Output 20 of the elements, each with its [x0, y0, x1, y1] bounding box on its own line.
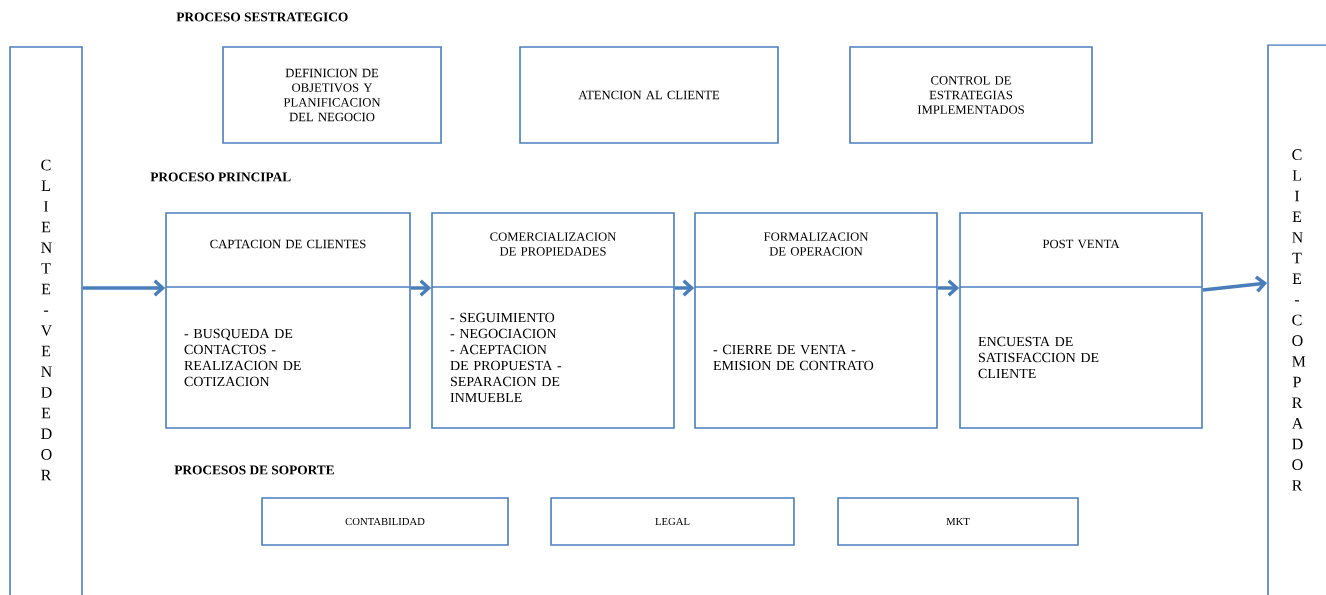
process-box: LEGAL: [550, 497, 795, 546]
actor-column: C L I E N T E - V E N D E D O R: [9, 46, 83, 595]
process-box: MKT: [837, 497, 1079, 546]
process-box: CAPTACION DE CLIENTES - BUSQUEDA DE CONTACTOS - REALIZACION DE COTIZACION: [165, 212, 411, 429]
process-box: POST VENTA ENCUESTA DE SATISFACCION DE CLIENTE: [959, 212, 1203, 429]
arrow: [1202, 275, 1268, 293]
arrow: [937, 279, 960, 297]
arrow: [82, 279, 166, 297]
process-box: FORMALIZACION DE OPERACION - CIERRE DE VENTA - EMISION DE CONTRATO: [694, 212, 938, 429]
process-box: COMERCIALIZACION DE PROPIEDADES - SEGUIMIENTO - NEGOCIACION - ACEPTACION DE PROPUESTA - SEPARACION DE INMUEBLE: [431, 212, 675, 429]
actor-column: C L I E N T E - C O M P R A D O R: [1267, 44, 1326, 595]
section-heading: PROCESOS DE SOPORTE: [174, 465, 334, 475]
process-box: CONTABILIDAD: [261, 497, 509, 546]
process-box: ATENCION AL CLIENTE: [519, 46, 779, 144]
arrow: [674, 279, 695, 297]
arrow: [410, 279, 432, 297]
process-box: CONTROL DE ESTRATEGIAS IMPLEMENTADOS: [849, 46, 1093, 144]
process-box: DEFINICION DE OBJETIVOS Y PLANIFICACION DEL NEGOCIO: [222, 46, 442, 144]
section-heading: PROCESO PRINCIPAL: [150, 172, 291, 182]
section-heading: PROCESO SESTRATEGICO: [176, 12, 348, 22]
